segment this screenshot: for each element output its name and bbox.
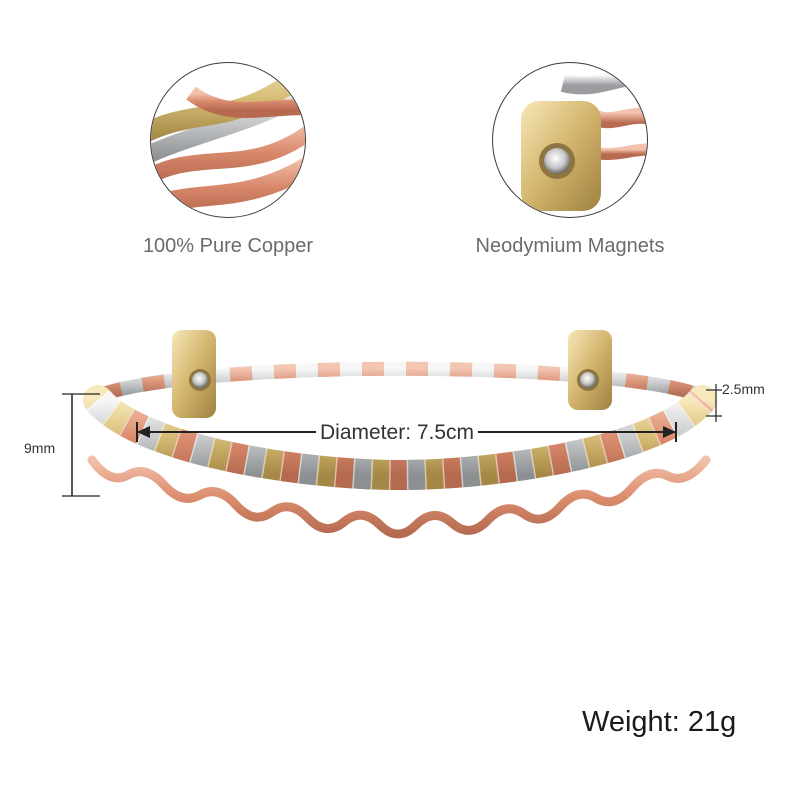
bracelet-image [0,300,800,580]
magnet-closeup-image [492,62,648,218]
feature-caption-magnets: Neodymium Magnets [475,235,665,257]
wire-dimension-label: 2.5mm [722,381,765,397]
diameter-dimension-label: Diameter: 7.5cm [316,421,479,445]
copper-closeup-image [150,62,306,218]
feature-caption-copper: 100% Pure Copper [142,235,314,257]
weight-label: Weight: 21g [582,706,737,738]
height-dimension-label: 9mm [24,440,56,456]
